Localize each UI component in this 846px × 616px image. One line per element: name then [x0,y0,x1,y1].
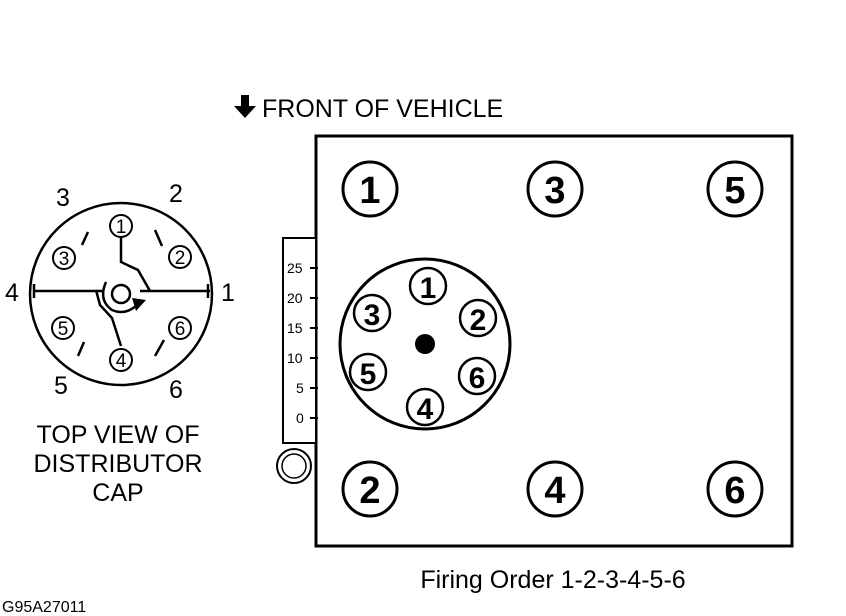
outer-label-6: 6 [169,376,183,404]
cap-terminal-4: 4 [405,387,445,427]
caption-line-1: TOP VIEW OF [37,421,200,449]
cap-terminal-1: 1 [408,266,448,306]
svg-text:1: 1 [359,170,380,212]
cap-terminal-3: 3 [352,293,392,333]
outer-label-5: 5 [54,372,68,400]
caption-line-2: DISTRIBUTOR [34,450,203,478]
svg-text:3: 3 [364,299,381,332]
cylinder-4: 4 [526,460,584,518]
svg-text:1: 1 [420,272,437,305]
crank-pulley [276,448,312,484]
svg-text:1: 1 [116,217,127,238]
cylinder-6: 6 [706,460,764,518]
timing-mark-0: 0 [296,410,304,426]
svg-text:6: 6 [175,319,186,340]
firing-order-label: Firing Order 1-2-3-4-5-6 [420,566,685,594]
caption-line-3: CAP [92,479,143,507]
cylinder-3: 3 [526,160,584,218]
arrow-down-icon [234,95,256,118]
svg-text:3: 3 [59,249,70,270]
svg-text:2: 2 [175,248,186,269]
distributor-terminal-4: 4 [109,348,133,372]
engine-distributor-cap: 1 2 6 4 5 3 [338,257,512,431]
timing-scale: 25 20 15 10 5 0 [282,237,318,444]
svg-text:5: 5 [360,358,377,391]
cap-terminal-5: 5 [348,352,388,392]
timing-mark-25: 25 [287,260,303,276]
svg-text:6: 6 [724,470,745,512]
svg-text:4: 4 [544,470,565,512]
outer-label-4: 4 [5,279,19,307]
svg-text:5: 5 [58,319,69,340]
distributor-shaft [110,283,132,305]
distributor-terminal-6: 6 [168,316,192,340]
svg-text:2: 2 [359,470,380,512]
distributor-terminal-2: 2 [168,245,192,269]
distributor-terminal-5: 5 [51,316,75,340]
rotation-arrow [101,281,139,314]
distributor-terminal-1: 1 [109,214,133,238]
cap-terminal-6: 6 [457,356,497,396]
cylinder-5: 5 [706,160,764,218]
outer-label-2: 2 [169,180,183,208]
svg-text:4: 4 [417,393,434,426]
timing-mark-10: 10 [287,350,303,366]
outer-label-3: 3 [56,184,70,212]
cap-terminal-2: 2 [458,298,498,338]
timing-mark-5: 5 [296,380,304,396]
front-label: FRONT OF VEHICLE [262,95,503,123]
timing-plate [282,237,317,444]
rotor-center [415,334,435,354]
svg-text:6: 6 [469,362,486,395]
outer-label-1: 1 [221,279,235,307]
cylinder-1: 1 [341,160,399,218]
top-view-distributor: 1 2 6 4 5 3 1 2 3 4 5 6 [5,180,235,404]
figure-id: G95A27011 [2,599,86,616]
svg-text:5: 5 [724,170,745,212]
svg-text:3: 3 [544,170,565,212]
svg-text:2: 2 [470,304,487,337]
timing-mark-15: 15 [287,320,303,336]
timing-mark-20: 20 [287,290,303,306]
cylinder-2: 2 [341,460,399,518]
distributor-terminal-3: 3 [52,246,76,270]
svg-text:4: 4 [116,351,127,372]
